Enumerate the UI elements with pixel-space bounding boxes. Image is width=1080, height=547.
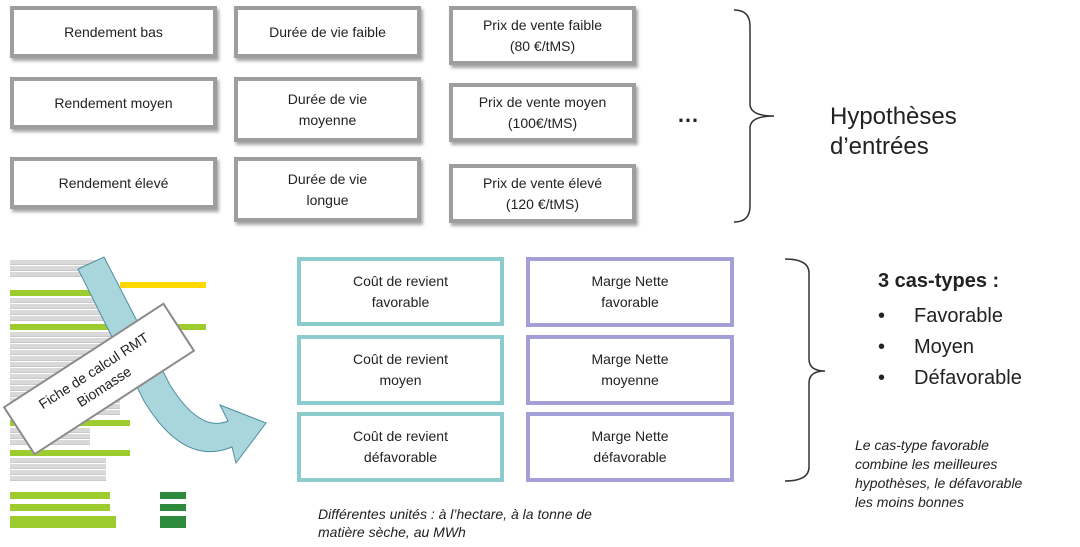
hypothesis-prix-eleve: Prix de vente élevé (120 €/tMS) [449, 164, 636, 223]
hypothesis-rendement-moyen: Rendement moyen [10, 77, 217, 129]
marge-favorable: Marge Nette favorable [526, 257, 734, 327]
hypothesis-rendement-bas: Rendement bas [10, 6, 217, 58]
units-note: Différentes unités : à l’hectare, à la t… [318, 506, 592, 540]
ellipsis: … [677, 102, 699, 127]
hypothesis-duree-faible: Durée de vie faible [234, 6, 421, 58]
hypothesis-rendement-eleve: Rendement élevé [10, 157, 217, 209]
hypothesis-prix-moyen: Prix de vente moyen (100€/tMS) [449, 83, 636, 142]
hypothesis-prix-faible: Prix de vente faible (80 €/tMS) [449, 6, 636, 65]
cas-types-list: •Favorable •Moyen •Défavorable [878, 301, 1022, 394]
cas-types-note: Le cas-type favorable combine les meille… [855, 437, 1023, 510]
cout-moyen: Coût de revient moyen [297, 335, 504, 405]
list-item: •Moyen [878, 332, 1022, 363]
bullet: • [878, 305, 886, 327]
list-item: •Favorable [878, 301, 1022, 332]
brace-hypotheses [733, 9, 775, 223]
marge-defavorable: Marge Nette défavorable [526, 412, 734, 482]
cas-types-title: 3 cas-types : [878, 270, 1000, 292]
hypotheses-label: Hypothèses d’entrées [830, 103, 957, 160]
process-arrow [77, 256, 267, 465]
cout-favorable: Coût de revient favorable [297, 257, 504, 326]
hypothesis-duree-longue: Durée de vie longue [234, 157, 421, 222]
cout-defavorable: Coût de revient défavorable [297, 412, 504, 482]
marge-moyenne: Marge Nette moyenne [526, 335, 734, 405]
bullet: • [878, 367, 886, 389]
bullet: • [878, 336, 886, 358]
list-item: •Défavorable [878, 363, 1022, 394]
brace-results [784, 258, 826, 482]
hypothesis-duree-moyenne: Durée de vie moyenne [234, 77, 421, 142]
